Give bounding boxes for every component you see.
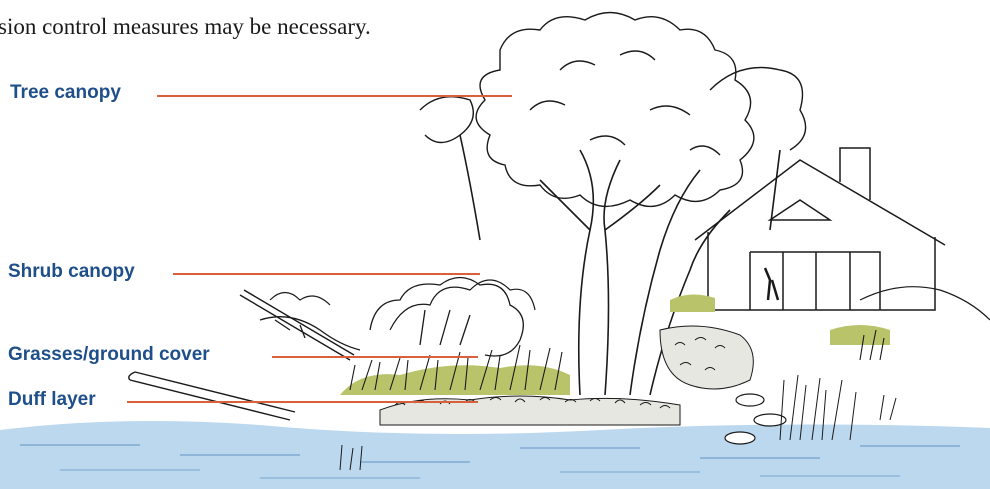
house	[695, 148, 945, 310]
water	[0, 421, 990, 489]
background-shrubs	[270, 280, 990, 330]
fallen-log	[129, 290, 354, 420]
leader-lines	[127, 96, 512, 402]
shrub-canopy	[260, 278, 523, 357]
